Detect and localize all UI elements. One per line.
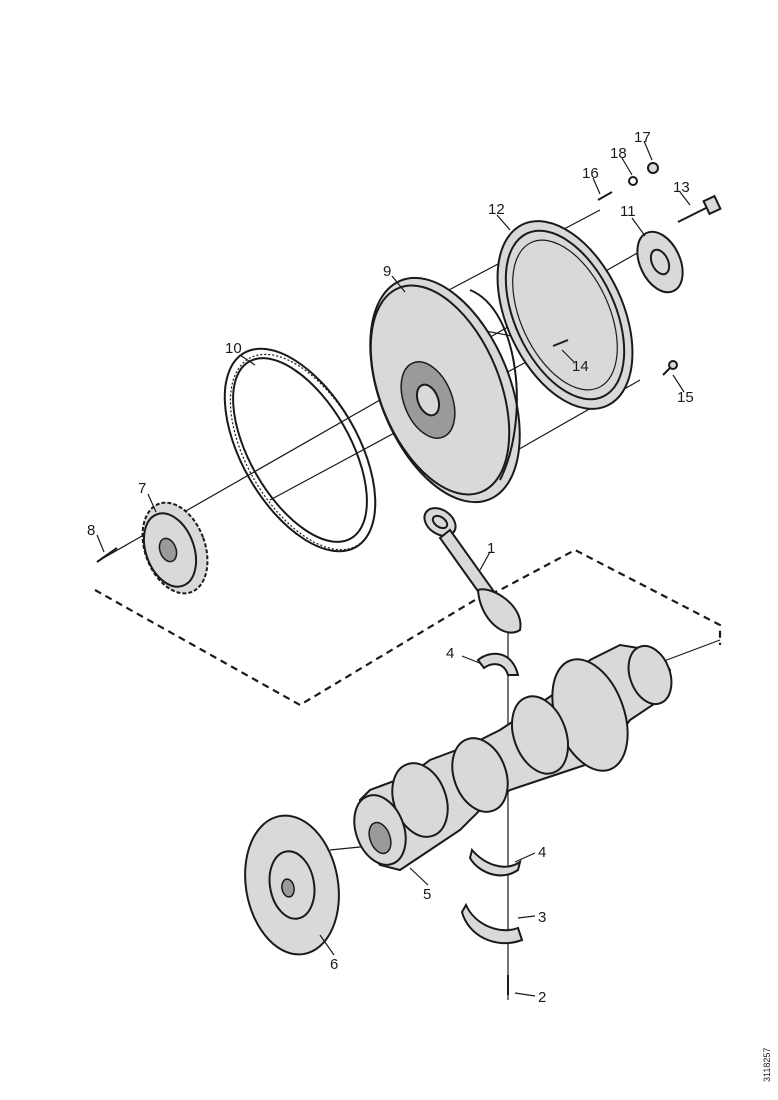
leader-lines [96,140,691,997]
label-part-2: 2 [538,989,546,1006]
label-part-6: 6 [330,956,338,973]
vibration-damper [244,814,340,956]
bolt-13 [677,194,722,223]
group-boundary-dashed [94,548,722,707]
label-part-17: 17 [634,129,651,146]
washer-plate [636,230,684,294]
nut-17 [647,162,659,174]
label-part-14: 14 [572,358,589,375]
connecting-rod [423,507,522,634]
label-part-18: 18 [610,145,627,162]
figure-reference-number: 3118257 [762,1048,772,1082]
key-8 [96,547,118,563]
label-part-7: 7 [138,480,146,497]
flywheel-housing [496,220,634,410]
flywheel [369,276,521,504]
timing-gear [141,501,209,595]
label-part-4-lower: 4 [538,844,546,861]
screw-15 [662,360,678,376]
label-part-15: 15 [677,389,694,406]
bearing-shell-lower [468,847,522,877]
label-part-9: 9 [383,263,391,280]
crankshaft [353,643,673,872]
callout-labels: 1 2 3 4 4 5 6 7 8 9 10 11 12 13 14 15 16… [87,129,694,1006]
dowel-14 [552,339,569,347]
label-part-8: 8 [87,522,95,539]
label-part-12: 12 [488,201,505,218]
stud-16 [597,191,613,201]
label-part-13: 13 [673,179,690,196]
label-part-3: 3 [538,909,546,926]
main-bearing-cap [460,902,524,945]
washer-18 [628,176,638,186]
bearing-shell-upper [476,652,520,676]
label-part-1: 1 [487,540,495,557]
label-part-11: 11 [620,203,636,220]
label-part-4-upper: 4 [446,645,454,662]
label-part-5: 5 [423,886,431,903]
label-part-10: 10 [225,340,242,357]
label-part-16: 16 [582,165,599,182]
